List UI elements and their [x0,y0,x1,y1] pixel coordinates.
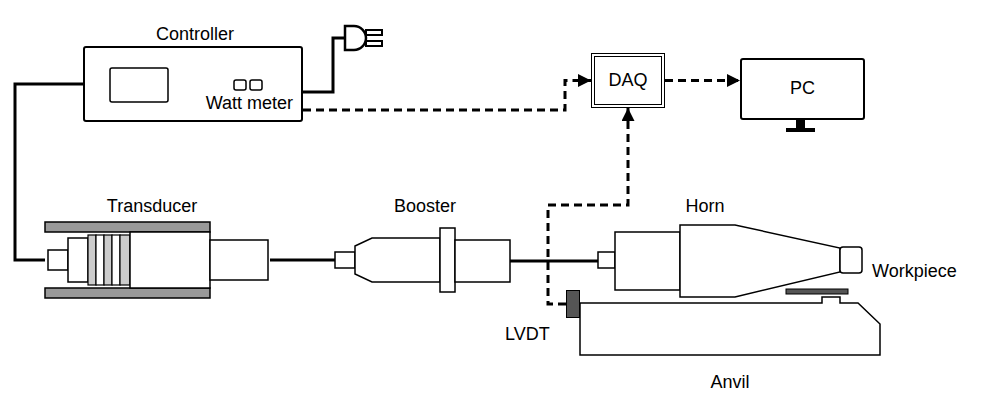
piezo-stack [104,235,112,285]
display-screen [110,68,168,102]
button [250,80,262,90]
housing-bar [45,222,210,232]
lvdt-sensor: LVDT [566,290,580,318]
piezo-stack [112,235,120,285]
housing-bar [45,288,210,298]
part-label: Controller [156,25,234,45]
booster-output [455,240,510,282]
connector [48,250,68,270]
monitor-stand [796,120,805,128]
workpiece-label: Workpiece [872,262,957,282]
stud [598,252,615,268]
piezo-stack [88,235,96,285]
part-label: Booster [394,197,456,217]
stud [335,252,355,268]
horn-taper [680,225,840,297]
power-cable [15,84,83,260]
horn: Horn [598,225,865,297]
controller-box: ControllerWatt meter [83,46,303,122]
piezo-stack [120,235,130,285]
back-mass [68,238,88,282]
mechanical-link [270,259,335,262]
piezo-stack [96,235,104,285]
part-label: Transducer [107,197,197,217]
anvil-label: Anvil [710,373,749,393]
daq-box: DAQ [591,53,665,108]
plug-body [345,26,366,50]
node-text: DAQ [608,71,647,91]
pc-monitor: PC [740,58,865,120]
horn-tip [840,247,862,273]
booster: Booster [335,228,510,292]
node-text: LVDT [505,325,550,345]
node-text: Watt meter [206,94,293,114]
power-cord [303,38,345,92]
signal-arrow [548,108,628,304]
signal-arrow [665,79,740,82]
workpiece-plate [786,289,848,294]
booster-flange [440,228,455,292]
part-label: Horn [685,197,724,217]
horn-body [615,232,680,290]
monitor-base [786,128,815,132]
anvil-block [580,297,880,355]
transducer-nose [210,240,268,280]
button [234,80,246,90]
front-mass [130,232,210,288]
transducer: Transducer [45,222,270,298]
plug-prong [366,41,382,46]
plug-prong [366,30,382,35]
signal-arrow [303,81,591,111]
node-text: PC [790,79,815,99]
booster-body [355,238,440,282]
mechanical-link [510,260,598,263]
